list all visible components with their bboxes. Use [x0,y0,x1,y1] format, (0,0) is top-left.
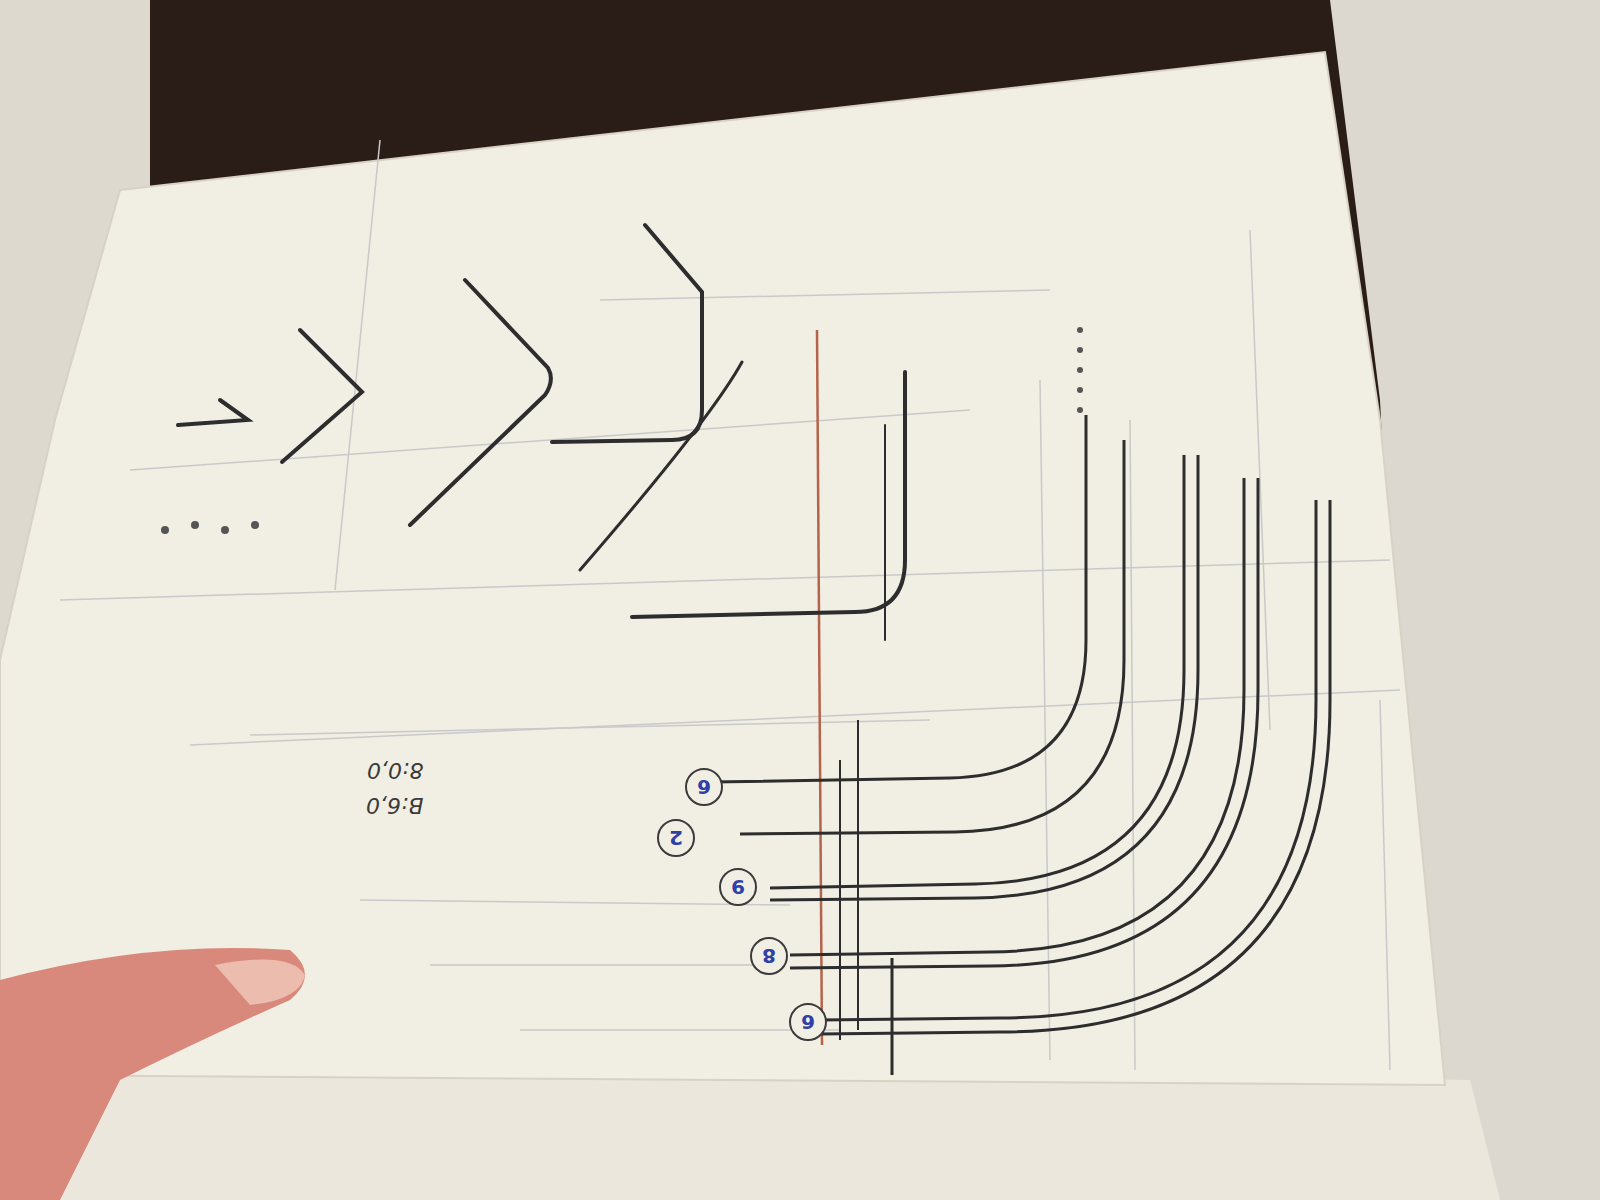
callout-number: 9 [731,877,745,897]
circled-number: 8 [750,937,788,975]
callout-number: 6 [801,1012,815,1032]
callout-number: 8 [762,946,776,966]
circled-number: 9 [719,868,757,906]
circled-number: 2 [657,819,695,857]
callout-number: 6 [697,777,711,797]
callout-number: 2 [669,828,683,848]
pencil-note: 8:0,0 [364,758,426,783]
circled-number: 6 [685,768,723,806]
pencil-note: B:6,0 [363,793,427,818]
circled-number: 6 [789,1003,827,1041]
